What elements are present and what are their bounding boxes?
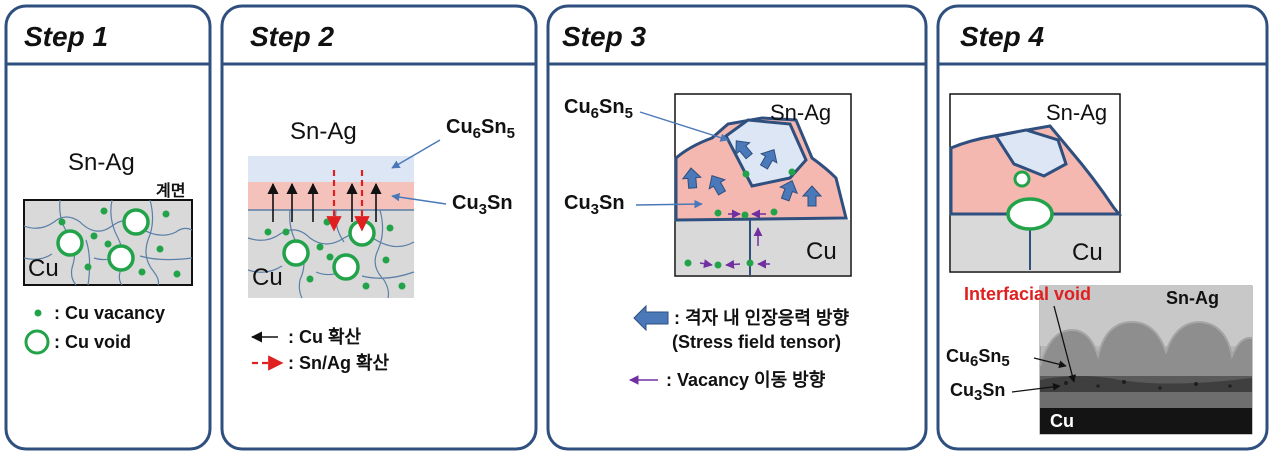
stress-arrow xyxy=(759,148,778,170)
step-3-legend-stress-arrow xyxy=(633,304,669,332)
stress-arrow xyxy=(735,140,753,160)
vacancy-dot xyxy=(264,228,272,236)
void-marker xyxy=(332,253,360,281)
step-1-legend-void: : Cu void xyxy=(54,332,131,352)
step-2-legend-cu: : Cu 확산 xyxy=(288,327,362,347)
vacancy-dot xyxy=(162,210,170,218)
vacancy-dot xyxy=(741,211,749,219)
vacancy-dot xyxy=(306,275,314,283)
step-2-cu6sn5-layer xyxy=(248,156,414,182)
step-3-legend-stress-1: : 격자 내 인장응력 방향 xyxy=(674,308,849,328)
vacancy-dot xyxy=(84,263,92,271)
step-4-interfacial-void xyxy=(1006,197,1054,231)
step-1-legend-vacancy: : Cu vacancy xyxy=(54,303,165,323)
step-2-cu-label: Cu xyxy=(252,264,283,291)
vacancy-dot xyxy=(746,259,754,267)
step-4-micrograph xyxy=(1039,285,1253,435)
panel-step-3: Step 3 xyxy=(546,4,928,451)
vacancy-dot xyxy=(58,218,66,226)
step-3-cu6sn5-pointer xyxy=(639,111,729,142)
step-4-snag-label: Sn-Ag xyxy=(1046,100,1107,125)
vacancy-dot xyxy=(742,170,750,178)
vacancy-dot xyxy=(282,228,290,236)
step-2-legend-snag: : Sn/Ag 확산 xyxy=(288,353,390,373)
step-3-vacancy-move-arrows xyxy=(699,209,770,269)
step-4-cu6sn5-grain xyxy=(993,128,1068,178)
step-3-vacancies xyxy=(684,168,796,269)
step-4-small-void xyxy=(1013,170,1031,188)
vacancy-dot xyxy=(714,261,722,269)
step-2-cu6sn5-pointer xyxy=(391,139,441,169)
step-3-legend-stress-2: (Stress field tensor) xyxy=(672,332,841,352)
step-2-cu3sn-pointer xyxy=(391,192,447,205)
panel-step-4: Step 4 Sn-Ag Cu Interfacial void xyxy=(936,4,1269,451)
vacancy-dot xyxy=(362,282,370,290)
stress-arrow xyxy=(681,167,702,189)
step-1-cu-label: Cu xyxy=(28,255,59,282)
step-4-micro-snag-label: Sn-Ag xyxy=(1166,288,1219,308)
vacancy-dot xyxy=(156,245,164,253)
step-4-micro-cu-label: Cu xyxy=(1050,411,1074,431)
vacancy-dot xyxy=(398,282,406,290)
step-4-micro-void-pointer xyxy=(1053,305,1076,383)
panel-step-2: Step 2 Sn-Ag Cu xyxy=(220,4,538,451)
step-2-cu-diffusion-arrows xyxy=(267,182,382,222)
vacancy-dot xyxy=(316,243,324,251)
stress-arrow xyxy=(801,185,823,207)
step-4-micro-cu6sn5-pointer xyxy=(1033,357,1067,369)
step-3-cu3sn-label: Cu3Sn xyxy=(564,192,625,218)
step-3-cu-label: Cu xyxy=(806,238,837,265)
stress-arrow xyxy=(779,180,799,202)
step-4-micro-void-label: Interfacial void xyxy=(964,284,1091,304)
vacancy-dot xyxy=(326,253,334,261)
step-2-title: Step 2 xyxy=(250,21,334,52)
vacancy-dot xyxy=(714,209,722,217)
step-2-cu6sn5-label: Cu6Sn5 xyxy=(446,116,515,142)
step-3-legend-vacancy: : Vacancy 이동 방향 xyxy=(666,370,826,390)
vacancy-dot xyxy=(684,259,692,267)
step-1-snag-label: Sn-Ag xyxy=(68,149,135,176)
legend-vacancy-dot xyxy=(34,309,42,317)
vacancy-dot xyxy=(386,224,394,232)
step-2-snag-label: Sn-Ag xyxy=(290,118,357,145)
step-4-title: Step 4 xyxy=(960,21,1044,52)
vacancy-dot xyxy=(104,240,112,248)
vacancy-dot xyxy=(100,207,108,215)
panel-step-1: Step 1 Sn-Ag 계면 Cu : Cu vacancy : Cu vo xyxy=(4,4,212,451)
step-3-snag-label: Sn-Ag xyxy=(770,100,831,125)
legend-void-circle xyxy=(24,329,50,355)
step-1-title: Step 1 xyxy=(24,21,108,52)
step-1-interface-label: 계면 xyxy=(156,181,185,200)
vacancy-dot xyxy=(138,268,146,276)
step-3-cu6sn5-label: Cu6Sn5 xyxy=(564,96,633,122)
vacancy-dot xyxy=(770,208,778,216)
void-marker xyxy=(56,229,84,257)
step-3-cu3sn-pointer xyxy=(635,199,703,209)
step-4-micro-cu3sn-pointer xyxy=(1011,383,1061,393)
vacancy-dot xyxy=(788,168,796,176)
step-1-voids xyxy=(56,208,150,272)
step-1-vacancies xyxy=(58,207,181,278)
vacancy-dot xyxy=(323,218,331,226)
vacancy-dot xyxy=(173,270,181,278)
stress-arrow xyxy=(708,174,727,196)
step-4-micro-cu6sn5-label: Cu6Sn5 xyxy=(946,346,1010,370)
vacancy-dot xyxy=(382,256,390,264)
void-marker xyxy=(282,239,310,267)
void-marker xyxy=(107,244,135,272)
vacancy-dot xyxy=(90,232,98,240)
step-4-micro-cu3sn-label: Cu3Sn xyxy=(950,380,1005,404)
step-3-title: Step 3 xyxy=(562,21,646,52)
void-marker xyxy=(122,208,150,236)
step-3-stress-arrows xyxy=(681,140,823,207)
step-4-cu-label: Cu xyxy=(1072,239,1103,266)
step-2-cu3sn-label: Cu3Sn xyxy=(452,192,513,218)
step-2-snag-diffusion-arrows xyxy=(326,170,370,232)
